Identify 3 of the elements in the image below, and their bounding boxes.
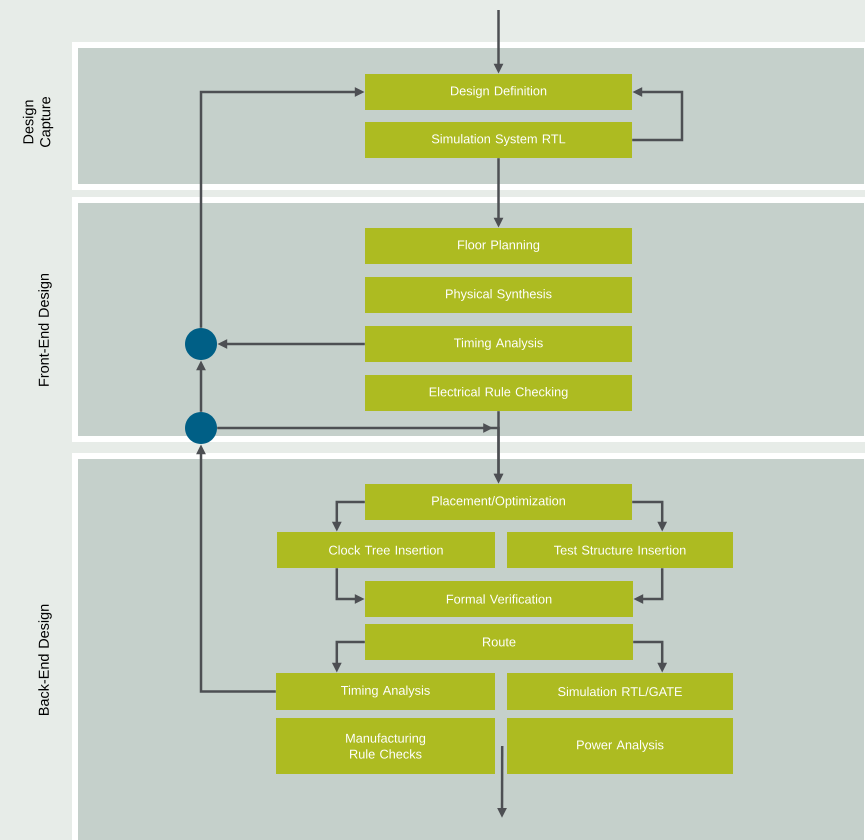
band-heading: Design Capture	[22, 96, 54, 147]
band-heading: Back-End Design	[38, 604, 52, 716]
band-heading: Front-End Design	[38, 274, 52, 386]
